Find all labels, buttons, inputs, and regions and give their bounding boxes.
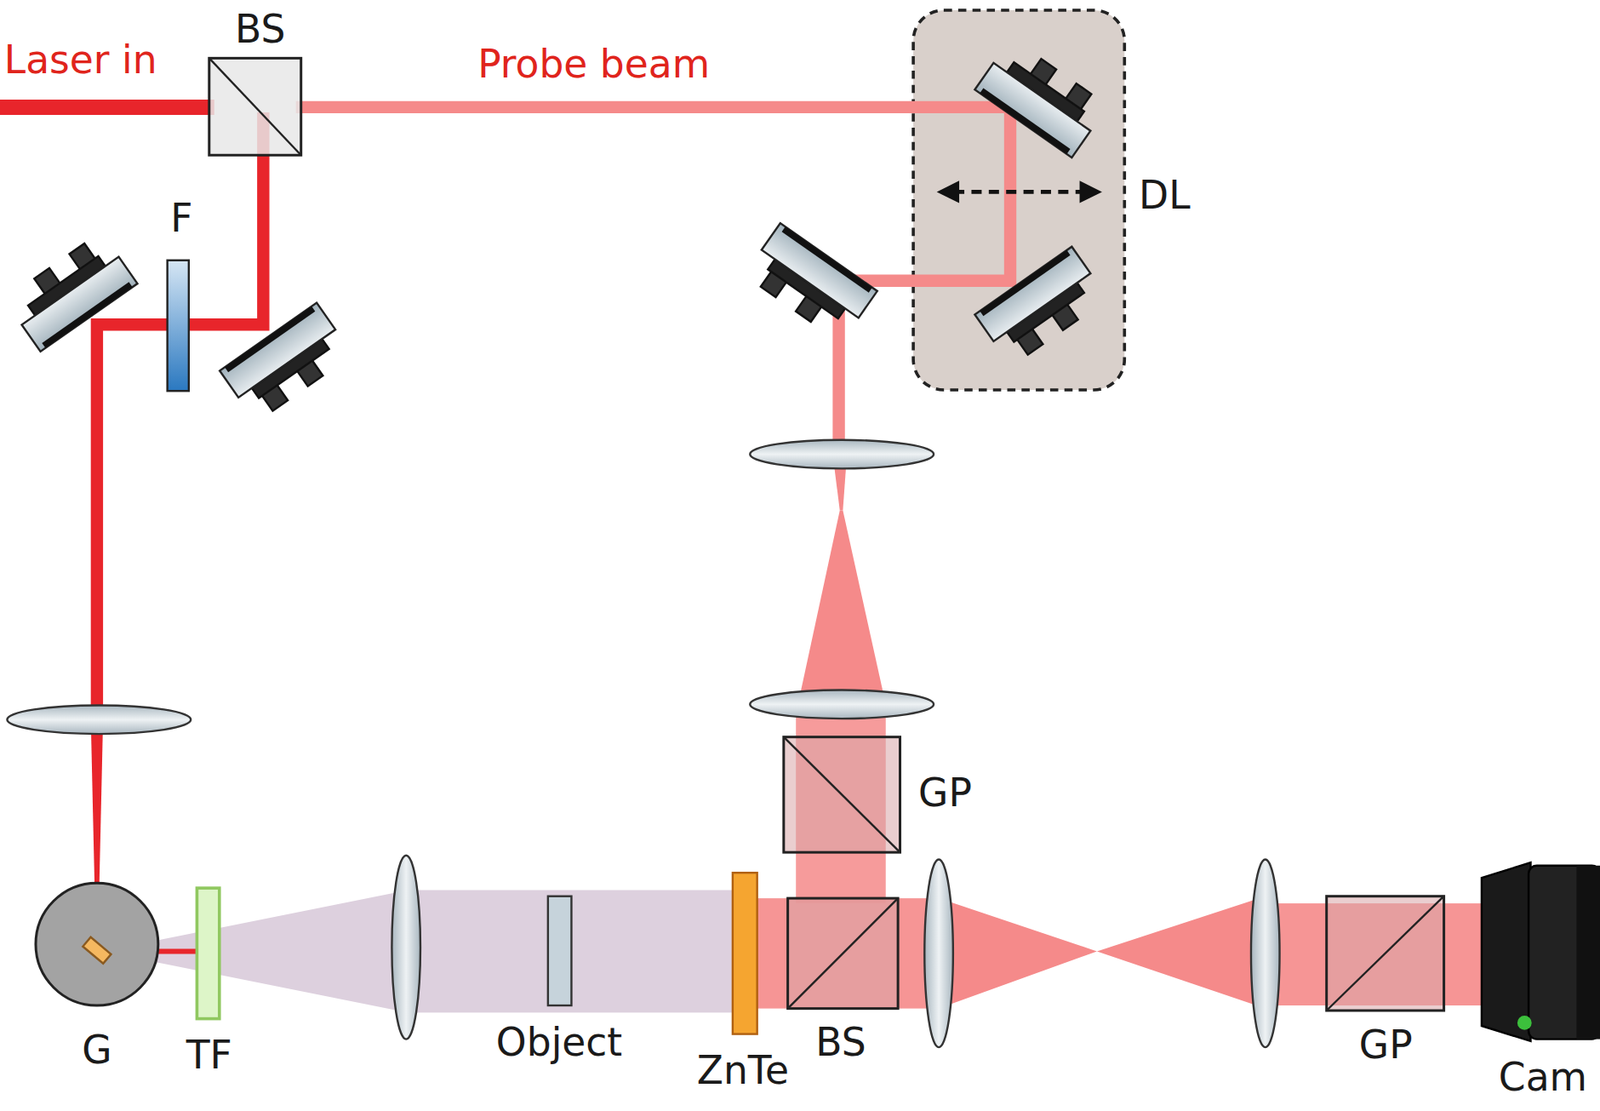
component-label: GP	[918, 773, 972, 813]
component-label: Probe beam	[477, 45, 710, 85]
component-label: ZnTe	[697, 1051, 789, 1091]
component-label: F	[170, 199, 193, 239]
component-label: DL	[1138, 175, 1190, 215]
component-label: Cam	[1498, 1057, 1588, 1097]
component-label: BS	[234, 10, 286, 50]
component-label: GP	[1359, 1025, 1413, 1065]
component-label: BS	[815, 1022, 866, 1062]
component-label: Object	[496, 1022, 623, 1062]
component-label: Laser in	[4, 40, 158, 80]
component-label: TF	[186, 1035, 233, 1075]
component-label: G	[81, 1030, 112, 1070]
